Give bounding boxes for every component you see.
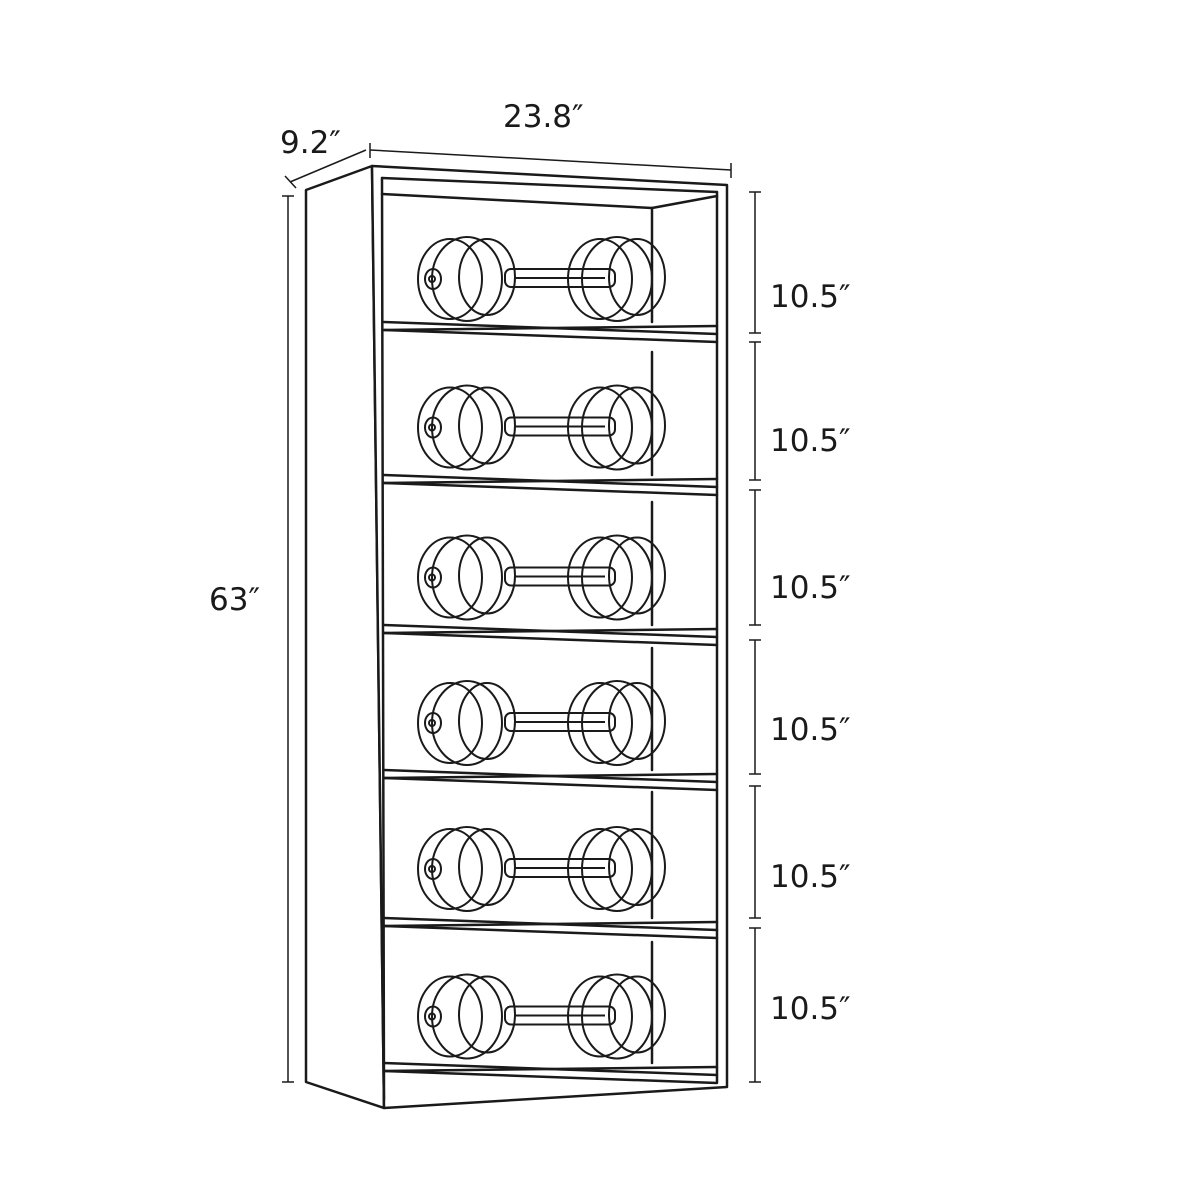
shelf-board-depth	[382, 627, 719, 635]
shelf-compartment	[382, 790, 719, 940]
dumbbell-plate	[608, 536, 666, 615]
dumbbell-plate	[431, 534, 503, 621]
dumbbell-plate	[431, 384, 503, 471]
dumbbell-end-hole	[428, 865, 436, 873]
dumbbell-end-hole	[428, 573, 436, 582]
dumbbell-handle	[504, 268, 616, 288]
top-panel-edge	[380, 176, 719, 194]
shelf-compartment	[382, 500, 719, 647]
dumbbell-plate-face	[417, 536, 483, 619]
dumbbell-plate	[581, 384, 653, 471]
dumbbell-end-cap	[424, 858, 442, 880]
shelf-board-front	[382, 481, 719, 497]
shelf-board-front	[382, 631, 719, 647]
dumbbell-handle	[504, 1005, 616, 1026]
shelf-height-label-2: 10.5″	[770, 423, 851, 459]
dumbbell-icon	[417, 680, 666, 766]
shelf-board-depth	[382, 1065, 719, 1073]
dumbbell-end-cap	[424, 566, 442, 589]
front-frame	[370, 164, 729, 1110]
dumbbell-end-hole	[428, 275, 436, 283]
dumbbell-plate	[608, 682, 666, 760]
depth-dimension-tick	[284, 175, 297, 189]
top-panel-back-edge	[380, 192, 654, 210]
shelf-board-depth	[382, 772, 719, 780]
shelf-group	[382, 206, 719, 1085]
height-label: 63″	[209, 582, 261, 618]
shelf-height-label-4: 10.5″	[770, 712, 851, 748]
dumbbell-plate	[608, 828, 666, 906]
dimension-lines	[282, 143, 761, 1083]
side-panel	[304, 164, 386, 1110]
dumbbell-plate-face	[417, 682, 483, 764]
shelf-board-front	[382, 328, 719, 344]
dumbbell-end-cap	[424, 268, 442, 290]
dumbbell-end-hole	[428, 423, 436, 432]
dumbbell-handle	[504, 858, 616, 878]
shelf-board-depth	[382, 324, 719, 332]
dumbbell-plate	[581, 973, 653, 1060]
shelf-height-label-3: 10.5″	[770, 570, 851, 606]
dumbbell-plate-face	[567, 682, 633, 764]
dumbbell-plate	[581, 680, 653, 766]
shelf-height-label-5: 10.5″	[770, 859, 851, 895]
dumbbell-plate	[581, 826, 653, 912]
dumbbell-plate-face	[417, 386, 483, 469]
left-upright-inner-edge	[380, 176, 386, 1102]
dumbbell-plate-face	[417, 828, 483, 910]
dumbbell-icon	[417, 384, 666, 471]
shelf-compartment	[382, 350, 719, 497]
dumbbell-plate-face	[417, 238, 483, 320]
dumbbell-plate	[581, 236, 653, 322]
shelf-height-label-1: 10.5″	[770, 279, 851, 315]
depth-label: 9.2″	[280, 125, 341, 161]
dumbbell-plate	[608, 238, 666, 316]
dumbbell-end-cap	[424, 712, 442, 734]
shelf-compartment	[382, 206, 719, 344]
dumbbell-plate-face	[567, 975, 633, 1058]
shelf-board-depth	[382, 920, 719, 928]
shelf-compartment	[382, 646, 719, 792]
shelf-board-depth	[382, 477, 719, 485]
dumbbell-plate-face	[567, 828, 633, 910]
top-panel-corner	[650, 194, 719, 210]
dumbbell-plate	[608, 975, 666, 1054]
dumbbell-plate-face	[567, 386, 633, 469]
dumbbell-handle	[504, 416, 616, 437]
width-dimension-line	[369, 149, 732, 171]
dumbbell-icon	[417, 236, 666, 322]
dumbbell-end-hole	[428, 719, 436, 727]
width-label: 23.8″	[503, 99, 584, 135]
dumbbell-plate	[608, 386, 666, 465]
dumbbell-end-cap	[424, 1005, 442, 1028]
dumbbell-plate	[431, 973, 503, 1060]
shelf-height-label-6: 10.5″	[770, 991, 851, 1027]
dumbbell-handle	[504, 566, 616, 587]
dumbbell-handle	[504, 712, 616, 732]
shelf-board-front	[382, 924, 719, 940]
dumbbell-plate	[431, 826, 503, 912]
dumbbell-end-hole	[428, 1012, 436, 1021]
dumbbell-plate	[431, 680, 503, 766]
dumbbell-icon	[417, 534, 666, 621]
shelf-compartment	[382, 940, 719, 1085]
dumbbell-icon	[417, 973, 666, 1060]
dumbbell-plate	[581, 534, 653, 621]
depth-dimension-line	[289, 149, 367, 183]
shelf-board-front	[382, 1069, 719, 1085]
dumbbell-plate-face	[417, 975, 483, 1058]
dumbbell-icon	[417, 826, 666, 912]
dumbbell-end-cap	[424, 416, 442, 439]
dumbbell-plate-face	[567, 536, 633, 619]
shelf-board-front	[382, 776, 719, 792]
dumbbell-plate-face	[567, 238, 633, 320]
dumbbell-plate	[431, 236, 503, 322]
